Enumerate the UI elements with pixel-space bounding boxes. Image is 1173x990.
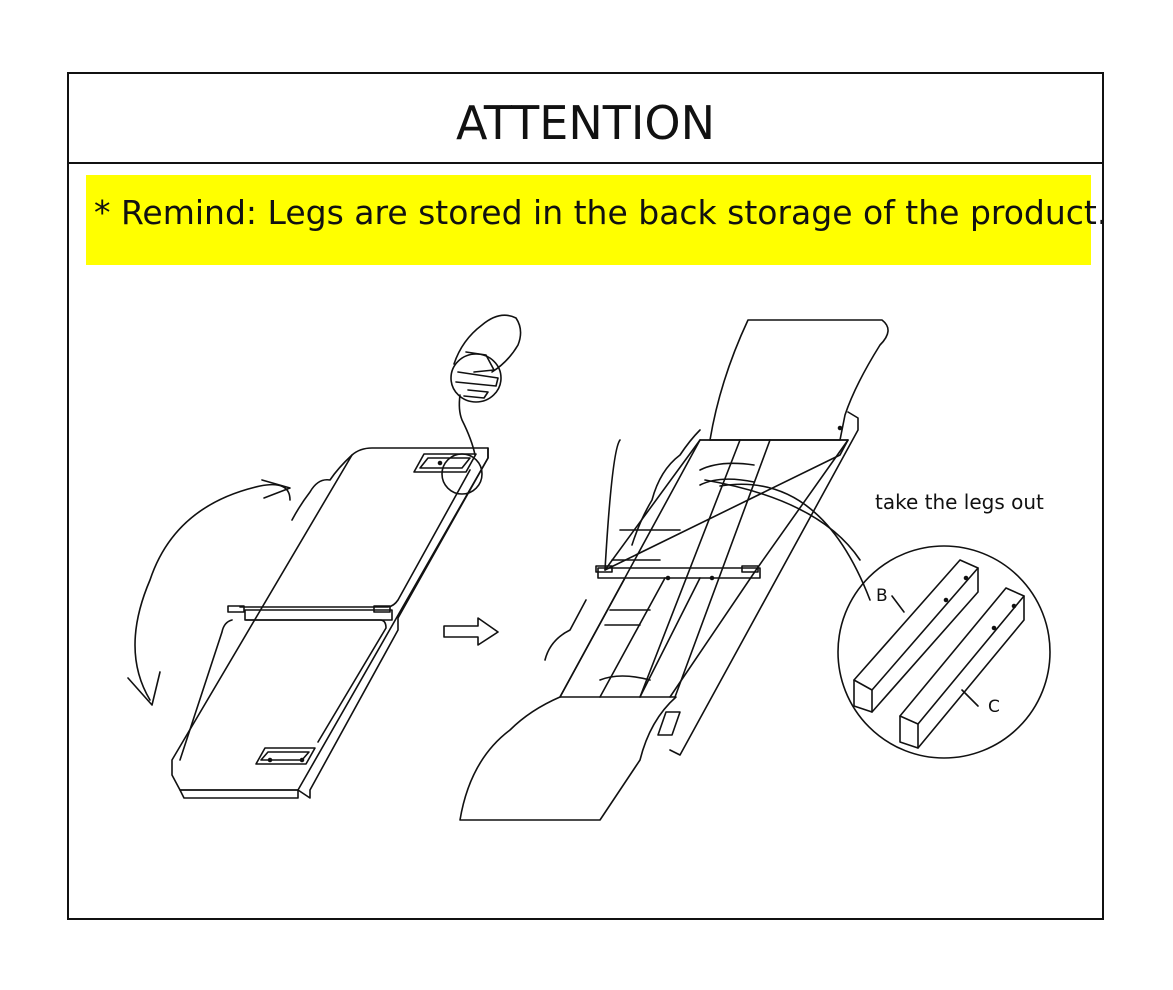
closed-sofa-drawing (128, 315, 521, 798)
reminder-text: * Remind: Legs are stored in the back st… (94, 193, 1108, 232)
take-legs-out-label: take the legs out (875, 490, 1044, 514)
opened-sofa-drawing (460, 320, 888, 820)
attention-frame: ATTENTION (67, 72, 1104, 920)
attention-title: ATTENTION (455, 96, 716, 150)
reminder-banner: * Remind: Legs are stored in the back st… (86, 175, 1107, 265)
part-label-c: C (988, 697, 1000, 717)
part-label-b: B (876, 586, 888, 606)
title-divider (69, 162, 1102, 164)
callout-leader (705, 480, 870, 600)
right-arrow-icon (444, 618, 498, 645)
legs-zoom-circle (838, 546, 1050, 758)
